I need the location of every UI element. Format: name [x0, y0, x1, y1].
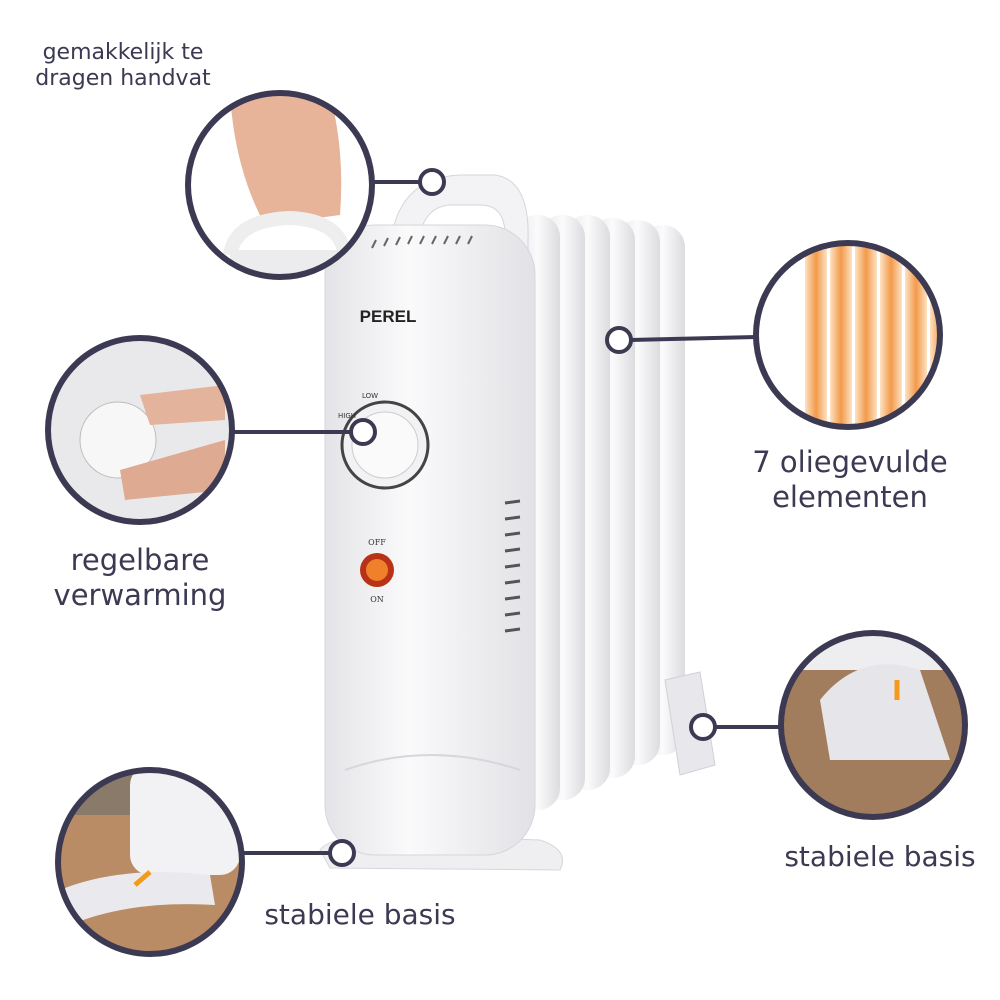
radiator-fins	[515, 215, 685, 810]
callout-connectors	[232, 168, 781, 867]
callout-base-right-label: stabiele basis	[784, 840, 976, 873]
callout-handle-label: gemakkelijk te dragen handvat	[35, 40, 211, 92]
detail-elements	[756, 243, 940, 427]
dial-low-label: LOW	[362, 392, 378, 400]
detail-base-right	[781, 633, 965, 817]
switch-off-label: OFF	[368, 538, 386, 547]
dial-high-label: HIGH	[338, 412, 356, 420]
callout-thermostat-label: regelbare verwarming	[53, 543, 227, 612]
detail-dial	[48, 338, 232, 522]
switch-on-label: ON	[370, 595, 384, 604]
vent-slots	[504, 499, 521, 633]
brand-logo: PEREL	[360, 307, 417, 326]
callout-base-left-label: stabiele basis	[264, 898, 456, 931]
callout-elements-label: 7 oliegevulde elementen	[752, 445, 948, 514]
